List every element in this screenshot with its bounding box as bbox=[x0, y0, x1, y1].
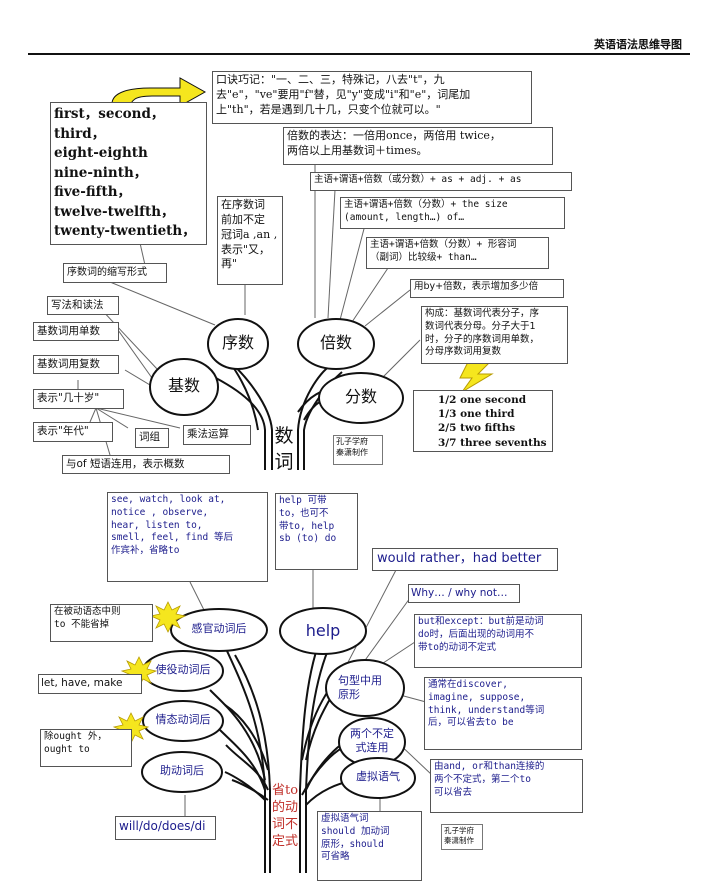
node-subjunctive: 虚拟语气 bbox=[356, 770, 400, 783]
box-why: Why… / why not… bbox=[408, 584, 520, 603]
node-fraction: 分数 bbox=[344, 387, 377, 406]
box-ought: 除ought 外， ought to bbox=[40, 729, 132, 767]
box-discover: 通常在discover, imagine, suppose, think, un… bbox=[424, 677, 582, 750]
box-let-have-make: let, have, make bbox=[38, 674, 142, 694]
box-multiple-expr: 倍数的表达：一倍用once，两倍用 twice， 两倍以上用基数词＋times。 bbox=[283, 127, 553, 165]
node-ordinal: 序数 bbox=[221, 333, 254, 352]
box-credit-bottom: 孔子学府 秦潇制作 bbox=[441, 824, 483, 850]
box-age: 表示"几十岁" bbox=[33, 389, 124, 409]
header-rule bbox=[28, 53, 690, 55]
box-with-of: 与of 短语连用，表示概数 bbox=[62, 455, 230, 474]
box-would-rather: would rather，had better bbox=[372, 548, 558, 571]
node-help: help bbox=[305, 621, 341, 640]
box-but-except: but和except：but前是动词 do时，后面出现的动词用不 带to的动词不… bbox=[414, 614, 582, 668]
node-sense-verbs: 感官动词后 bbox=[191, 622, 247, 635]
box-mnemonic: 口诀巧记："一、二、三，特殊记，八去"t"，九 去"e"，"ve"要用"f"替，… bbox=[212, 71, 532, 124]
box-pattern1: 主语+谓语+倍数（或分数）+ as + adj. + as bbox=[310, 172, 572, 191]
box-ordinal-article: 在序数词 前加不定 冠词a ,an , 表示"又， 再" bbox=[217, 196, 283, 285]
box-and-or-than: 由and, or和than连接的 两个不定式，第二个to 可以省去 bbox=[430, 759, 583, 813]
node-modal-verbs: 情态动词后 bbox=[155, 713, 211, 726]
node-auxiliary-verbs: 助动词后 bbox=[160, 764, 204, 777]
node-two-infinitives: 两个不定 式连用 bbox=[350, 727, 394, 754]
node-sentence-pattern: 句型中用 原形 bbox=[338, 674, 382, 701]
box-sense-verbs: see, watch, look at, notice , observe, h… bbox=[107, 492, 268, 582]
box-phrase: 词组 bbox=[135, 428, 169, 448]
box-ordinal-examples: first，second， third， eight-eighth nine-n… bbox=[50, 102, 207, 245]
box-ordinal-abbrev: 序数词的缩写形式 bbox=[63, 263, 167, 283]
node-causative-verbs: 使役动词后 bbox=[155, 663, 211, 676]
box-help-rule: help 可带 to，也可不 带to, help sb (to) do bbox=[275, 493, 358, 570]
box-aux-list: will/do/does/di bbox=[115, 816, 216, 840]
box-subjunctive-rule: 虚拟语气词 should 加动词 原形，should 可省略 bbox=[317, 811, 422, 881]
box-writing-reading: 写法和读法 bbox=[47, 296, 119, 315]
box-cardinal-singular: 基数词用单数 bbox=[33, 322, 119, 341]
box-cardinal-plural: 基数词用复数 bbox=[33, 355, 119, 374]
box-passive: 在被动语态中则 to 不能省掉 bbox=[50, 604, 153, 642]
starburst-icon bbox=[149, 601, 187, 633]
box-fraction-examples: 1/2 one second 1/3 one third 2/5 two fif… bbox=[413, 390, 553, 452]
box-multiplication: 乘法运算 bbox=[183, 425, 251, 445]
box-pattern4: 用by+倍数，表示增加多少倍 bbox=[410, 279, 564, 298]
box-pattern3: 主语+谓语+倍数（分数）+ 形容词 （副词）比较级+ than… bbox=[366, 237, 549, 269]
trunk-label-numerals: 数 词 bbox=[274, 425, 294, 473]
trunk-label-bare-infinitive: 省to 的动 词不 定式 bbox=[271, 783, 299, 849]
box-decade: 表示"年代" bbox=[33, 422, 113, 442]
box-pattern2: 主语+谓语+倍数（分数）+ the size (amount, length…)… bbox=[340, 197, 565, 229]
box-fraction-rule: 构成：基数词代表分子，序 数词代表分母。分子大于1 时，分子的序数词用单数， 分… bbox=[421, 306, 568, 364]
page-header-title: 英语语法思维导图 bbox=[594, 38, 682, 51]
node-cardinal: 基数 bbox=[167, 376, 200, 395]
box-credit-top: 孔子学府 秦潇制作 bbox=[333, 435, 383, 465]
lightning-icon bbox=[459, 361, 494, 393]
node-multiple: 倍数 bbox=[319, 333, 352, 352]
